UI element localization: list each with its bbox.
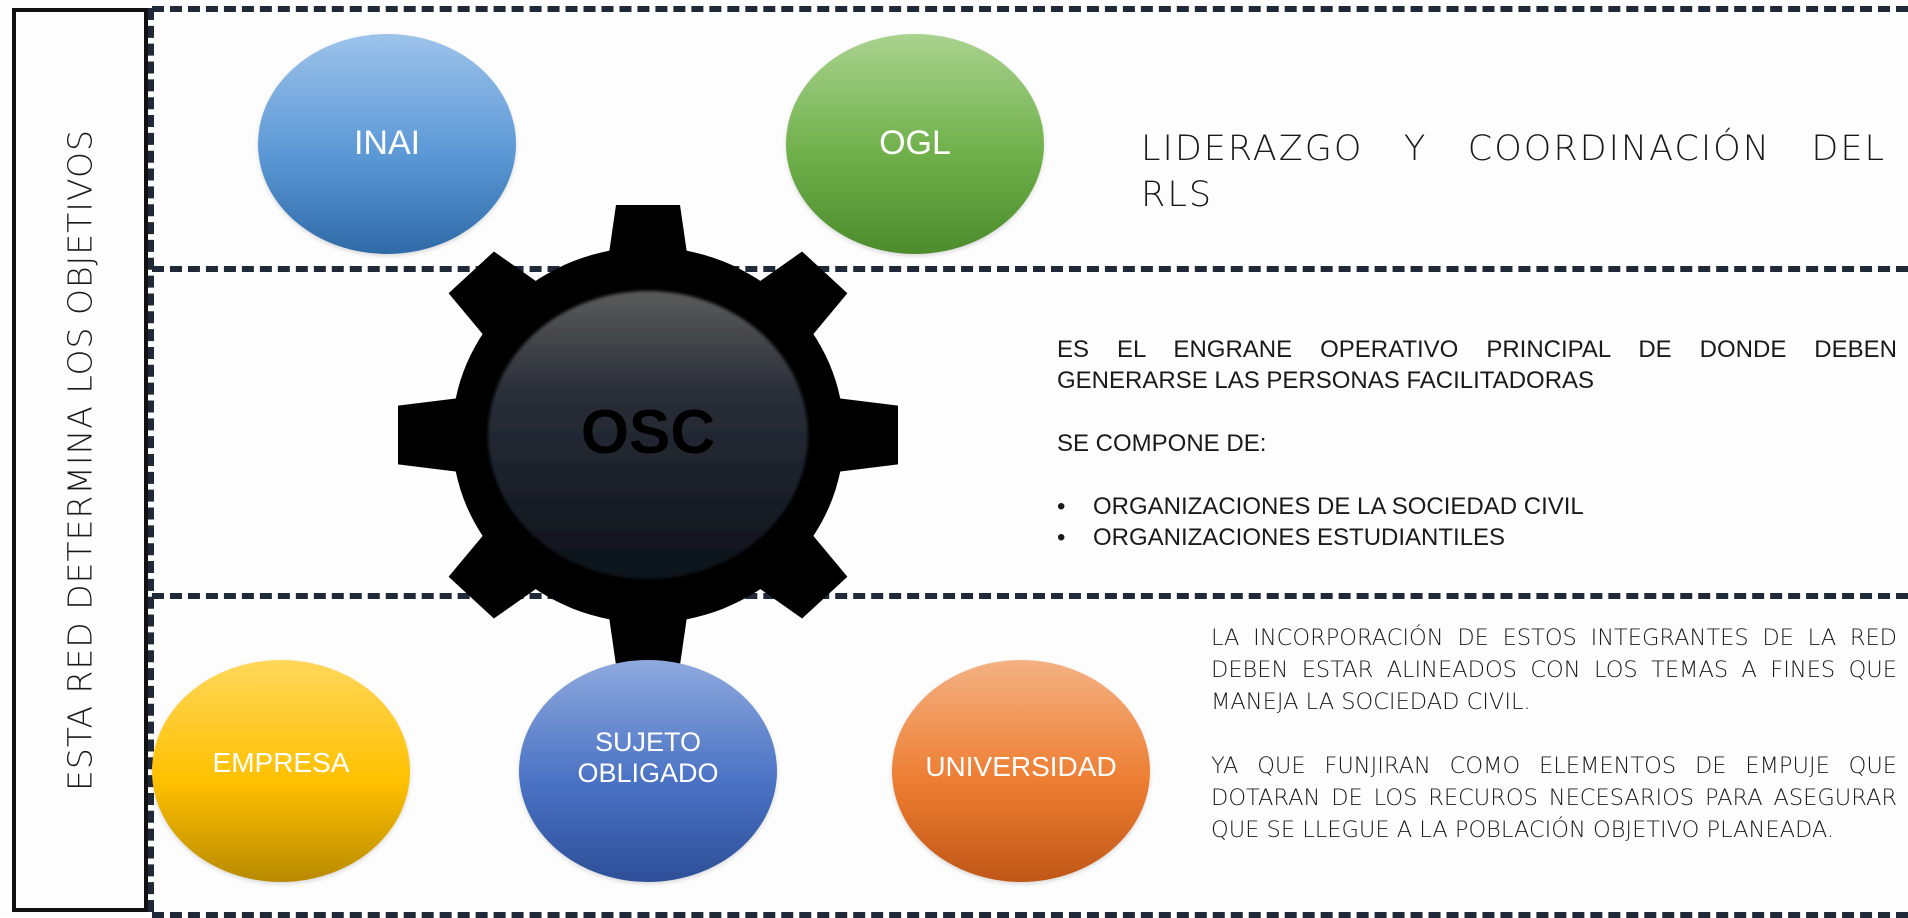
support-paragraph-2: YA QUE FUNJIRAN COMO ELEMENTOS DE EMPUJE… [1211, 753, 1897, 843]
gear-tooth [604, 582, 692, 665]
list-item-text: ORGANIZACIONES ESTUDIANTILES [1093, 524, 1506, 551]
bullet-icon: • [1057, 524, 1066, 551]
support-description: LA INCORPORACIÓN DE ESTOS INTEGRANTES DE… [1211, 622, 1897, 846]
side-label: ESTA RED DETERMINA LOS OBJETIVOS [60, 129, 100, 791]
left-dashed-border [148, 8, 154, 912]
lower-dashed-divider [152, 593, 1908, 599]
list-item: • ORGANIZACIONES ESTUDIANTILES [1057, 522, 1897, 553]
inai-label: INAI [353, 124, 421, 163]
ogl-node: OGL [786, 34, 1044, 254]
gear-center [488, 291, 808, 579]
ogl-label: OGL [879, 124, 951, 163]
composition-list: • ORGANIZACIONES DE LA SOCIEDAD CIVIL • … [1057, 491, 1897, 553]
composition-heading: SE COMPONE DE: [1057, 430, 1267, 457]
list-item-text: ORGANIZACIONES DE LA SOCIEDAD CIVIL [1093, 493, 1584, 520]
upper-dashed-divider [152, 266, 1908, 272]
universidad-label: UNIVERSIDAD [925, 750, 1117, 782]
gear-tooth [448, 510, 566, 619]
gear-tooth [398, 394, 488, 476]
empresa-node: EMPRESA [152, 660, 410, 882]
gear-tooth [730, 510, 848, 619]
empresa-label: EMPRESA [212, 746, 350, 778]
top-dashed-border [152, 6, 1908, 12]
osc-label: OSC [581, 398, 715, 467]
osc-description: ES EL ENGRANE OPERATIVO PRINCIPAL DE DON… [1057, 334, 1897, 553]
osc-paragraph: ES EL ENGRANE OPERATIVO PRINCIPAL DE DON… [1057, 336, 1897, 394]
support-paragraph-1: LA INCORPORACIÓN DE ESTOS INTEGRANTES DE… [1211, 625, 1897, 715]
sujeto-obligado-label-line1: SUJETO [594, 726, 701, 757]
gear-tooth [604, 205, 692, 288]
gear-tooth [808, 394, 898, 476]
inai-node: INAI [258, 34, 516, 254]
bottom-dashed-border [152, 912, 1908, 918]
bullet-icon: • [1057, 493, 1066, 520]
side-label-box [12, 8, 148, 912]
leadership-description: LIDERAZGO Y COORDINACIÓN DEL RLS [1141, 129, 1886, 215]
osc-gear: OSC [398, 205, 898, 665]
universidad-node: UNIVERSIDAD [892, 660, 1150, 882]
gear-tooth [448, 251, 566, 360]
list-item: • ORGANIZACIONES DE LA SOCIEDAD CIVIL [1057, 491, 1897, 522]
sujeto-obligado-node: SUJETO OBLIGADO [519, 660, 777, 882]
sujeto-obligado-label-line2: OBLIGADO [577, 758, 719, 788]
gear-tooth [730, 251, 848, 360]
